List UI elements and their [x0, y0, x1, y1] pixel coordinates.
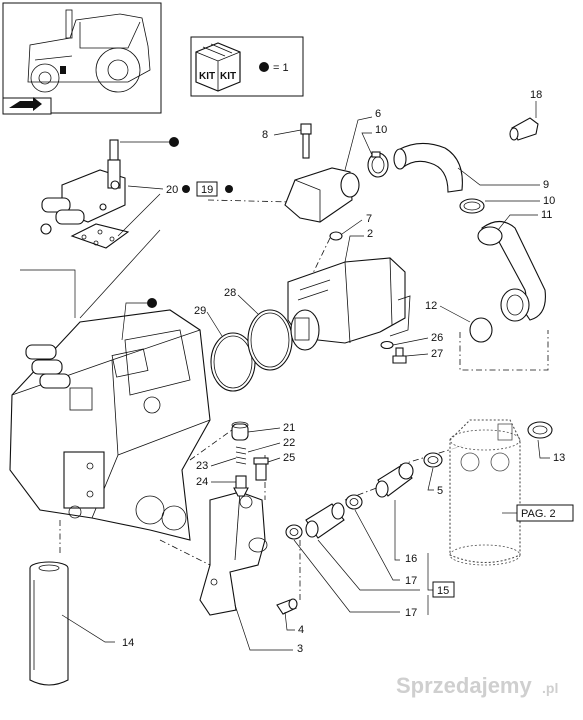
- callout-12: 12: [425, 300, 437, 312]
- part-hose-clamp-10b[interactable]: [459, 198, 485, 214]
- callout-11: 11: [541, 209, 552, 221]
- callout-10-b: 10: [543, 195, 555, 207]
- callout-24: 24: [196, 476, 208, 488]
- part-hose-16[interactable]: [375, 462, 414, 498]
- kit-label-right: KIT: [220, 71, 236, 82]
- callout-14: 14: [122, 637, 134, 649]
- callout-8: 8: [262, 129, 268, 141]
- callout-23: 23: [196, 460, 208, 472]
- part-valve-body[interactable]: [199, 491, 268, 616]
- kit-dot-icon: [169, 137, 179, 147]
- part-bolt-27[interactable]: [392, 347, 407, 364]
- part-pipe-11[interactable]: [477, 220, 546, 322]
- part-hose-clamp-10a[interactable]: [367, 151, 389, 178]
- part-valve-24[interactable]: [233, 475, 249, 497]
- callout-7: 7: [366, 213, 372, 225]
- kit-dot-icon: [147, 298, 157, 308]
- callout-18: 18: [530, 89, 542, 101]
- callout-26: 26: [431, 332, 443, 344]
- part-hose-segment[interactable]: [305, 502, 345, 539]
- callout-28: 28: [224, 287, 236, 299]
- kit-dot-icon: [182, 185, 190, 193]
- callout-9: 9: [543, 179, 549, 191]
- kit-dot-icon: [225, 185, 233, 193]
- filled-dot-icon: [259, 62, 269, 72]
- kit-equals-label: = 1: [273, 62, 289, 74]
- watermark-suffix: .pl: [542, 680, 558, 696]
- part-o-ring-7[interactable]: [329, 231, 343, 241]
- callout-20: 20: [166, 184, 178, 196]
- part-clamp-17a[interactable]: [345, 494, 363, 510]
- callout-19: 19: [201, 184, 213, 196]
- callout-21: 21: [283, 422, 295, 434]
- callout-5: 5: [437, 485, 443, 497]
- part-flange-elbow[interactable]: [284, 167, 360, 223]
- part-cap-21[interactable]: [231, 421, 249, 441]
- part-washer-26[interactable]: [380, 340, 394, 350]
- callout-6: 6: [375, 108, 381, 120]
- part-gear-pump[interactable]: [287, 257, 411, 351]
- callout-3: 3: [297, 643, 303, 655]
- callout-10-a: 10: [375, 124, 387, 136]
- part-hydraulic-pump-housing[interactable]: [9, 309, 211, 541]
- part-filter-cartridge[interactable]: [29, 561, 69, 686]
- part-clamp-13[interactable]: [527, 421, 553, 439]
- callout-16: 16: [405, 553, 417, 565]
- part-bolt-4[interactable]: [276, 598, 298, 615]
- part-fitting-18[interactable]: [509, 117, 539, 141]
- kit-label-left: KIT: [199, 71, 215, 82]
- part-clamp-17b[interactable]: [285, 524, 303, 540]
- part-valve-block-small[interactable]: [40, 139, 126, 235]
- ref-box-label: PAG. 2: [521, 508, 556, 520]
- ref-box-pag2[interactable]: PAG. 2: [516, 504, 574, 522]
- callout-17-b: 17: [405, 607, 417, 619]
- part-gasket-plate[interactable]: [70, 223, 130, 249]
- part-bolt-8[interactable]: [300, 123, 312, 159]
- part-spring-22[interactable]: [235, 446, 247, 465]
- watermark: Sprzedajemy .pl: [396, 673, 558, 698]
- watermark-text: Sprzedajemy: [396, 673, 532, 698]
- callout-13: 13: [553, 452, 565, 464]
- callout-22: 22: [283, 437, 295, 449]
- tractor-thumbnail[interactable]: [2, 2, 162, 115]
- kit-box-icon: KIT KIT: [195, 42, 241, 92]
- callout-15: 15: [437, 585, 449, 597]
- nav-arrow-icon[interactable]: [9, 97, 42, 111]
- kit-legend: KIT KIT = 1: [190, 36, 304, 97]
- part-filter-housing[interactable]: [449, 419, 521, 566]
- part-clamp-5[interactable]: [423, 452, 443, 468]
- callout-29: 29: [194, 305, 206, 317]
- part-o-ring-28[interactable]: [247, 309, 293, 371]
- callout-4: 4: [298, 624, 304, 636]
- callout-27: 27: [431, 348, 443, 360]
- callout-25: 25: [283, 452, 295, 464]
- part-o-ring-12[interactable]: [469, 317, 493, 343]
- callout-2: 2: [367, 228, 373, 240]
- part-fitting-25[interactable]: [253, 457, 269, 481]
- callout-17-a: 17: [405, 575, 417, 587]
- part-hose-9[interactable]: [393, 142, 463, 193]
